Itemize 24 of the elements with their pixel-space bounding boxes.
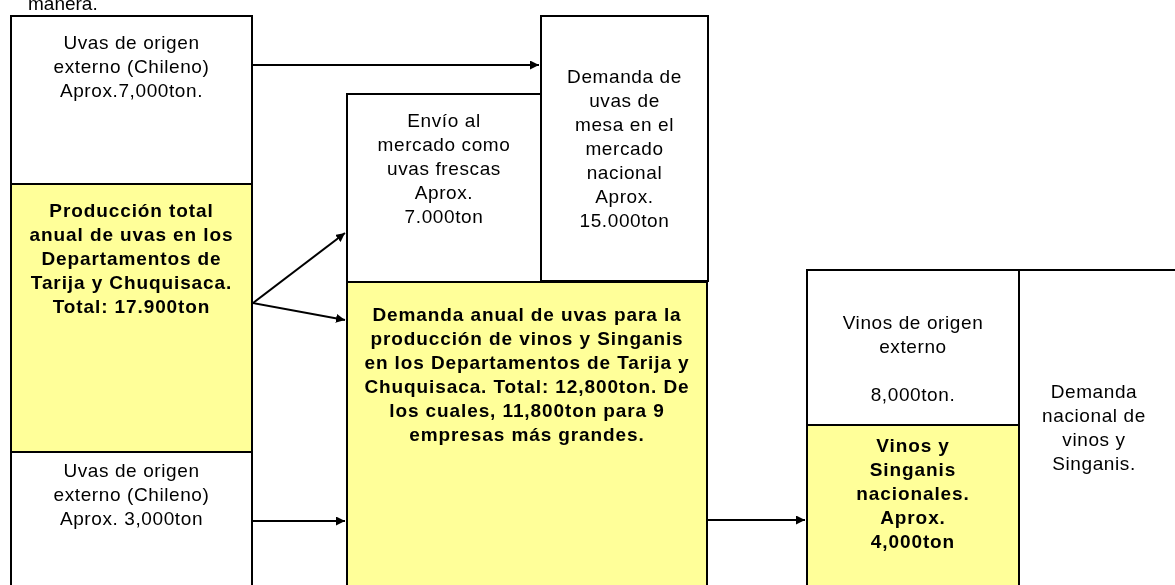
box-text: Uvas de origen externo (Chileno) Aprox. 3,000ton [52, 459, 211, 531]
text-box [10, 451, 253, 585]
text-box [346, 93, 542, 284]
text-box [806, 269, 1020, 426]
box-text: Vinos de origen externo [841, 311, 985, 359]
text-box [10, 15, 253, 185]
box-text: Demanda nacional de vinos y Singanis. [1041, 380, 1147, 476]
box-text: 8,000ton. [870, 383, 956, 407]
highlighted-box [806, 424, 1020, 585]
arrow [252, 60, 540, 70]
arrow [252, 516, 346, 526]
box-text: Producción total anual de uvas en los Departamentos de Tarija y Chuquisaca. Total: 17.900ton [28, 199, 235, 319]
box-text: Demanda anual de uvas para la producción de vinos y Singanis en los Departamentos de Tarija y Chuquisaca. Total: 12,800ton. De los cuales, 11,800ton para 9 empresas más grandes. [363, 303, 691, 447]
arrow [252, 302, 346, 323]
arrow [707, 515, 806, 525]
note-text: manera. [28, 0, 98, 13]
highlighted-box [10, 183, 253, 453]
arrow [252, 232, 346, 304]
box-text: Envío al mercado como uvas frescas Aprox. 7.000ton [376, 109, 512, 229]
box-text: Uvas de origen externo (Chileno) Aprox.7,000ton. [52, 31, 211, 103]
box-text: Vinos y Singanis nacionales. Aprox. 4,000ton [855, 434, 971, 554]
text-box [540, 15, 709, 282]
highlighted-box [346, 281, 708, 585]
box-text: Demanda de uvas de mesa en el mercado nacional Aprox. 15.000ton [566, 64, 683, 233]
